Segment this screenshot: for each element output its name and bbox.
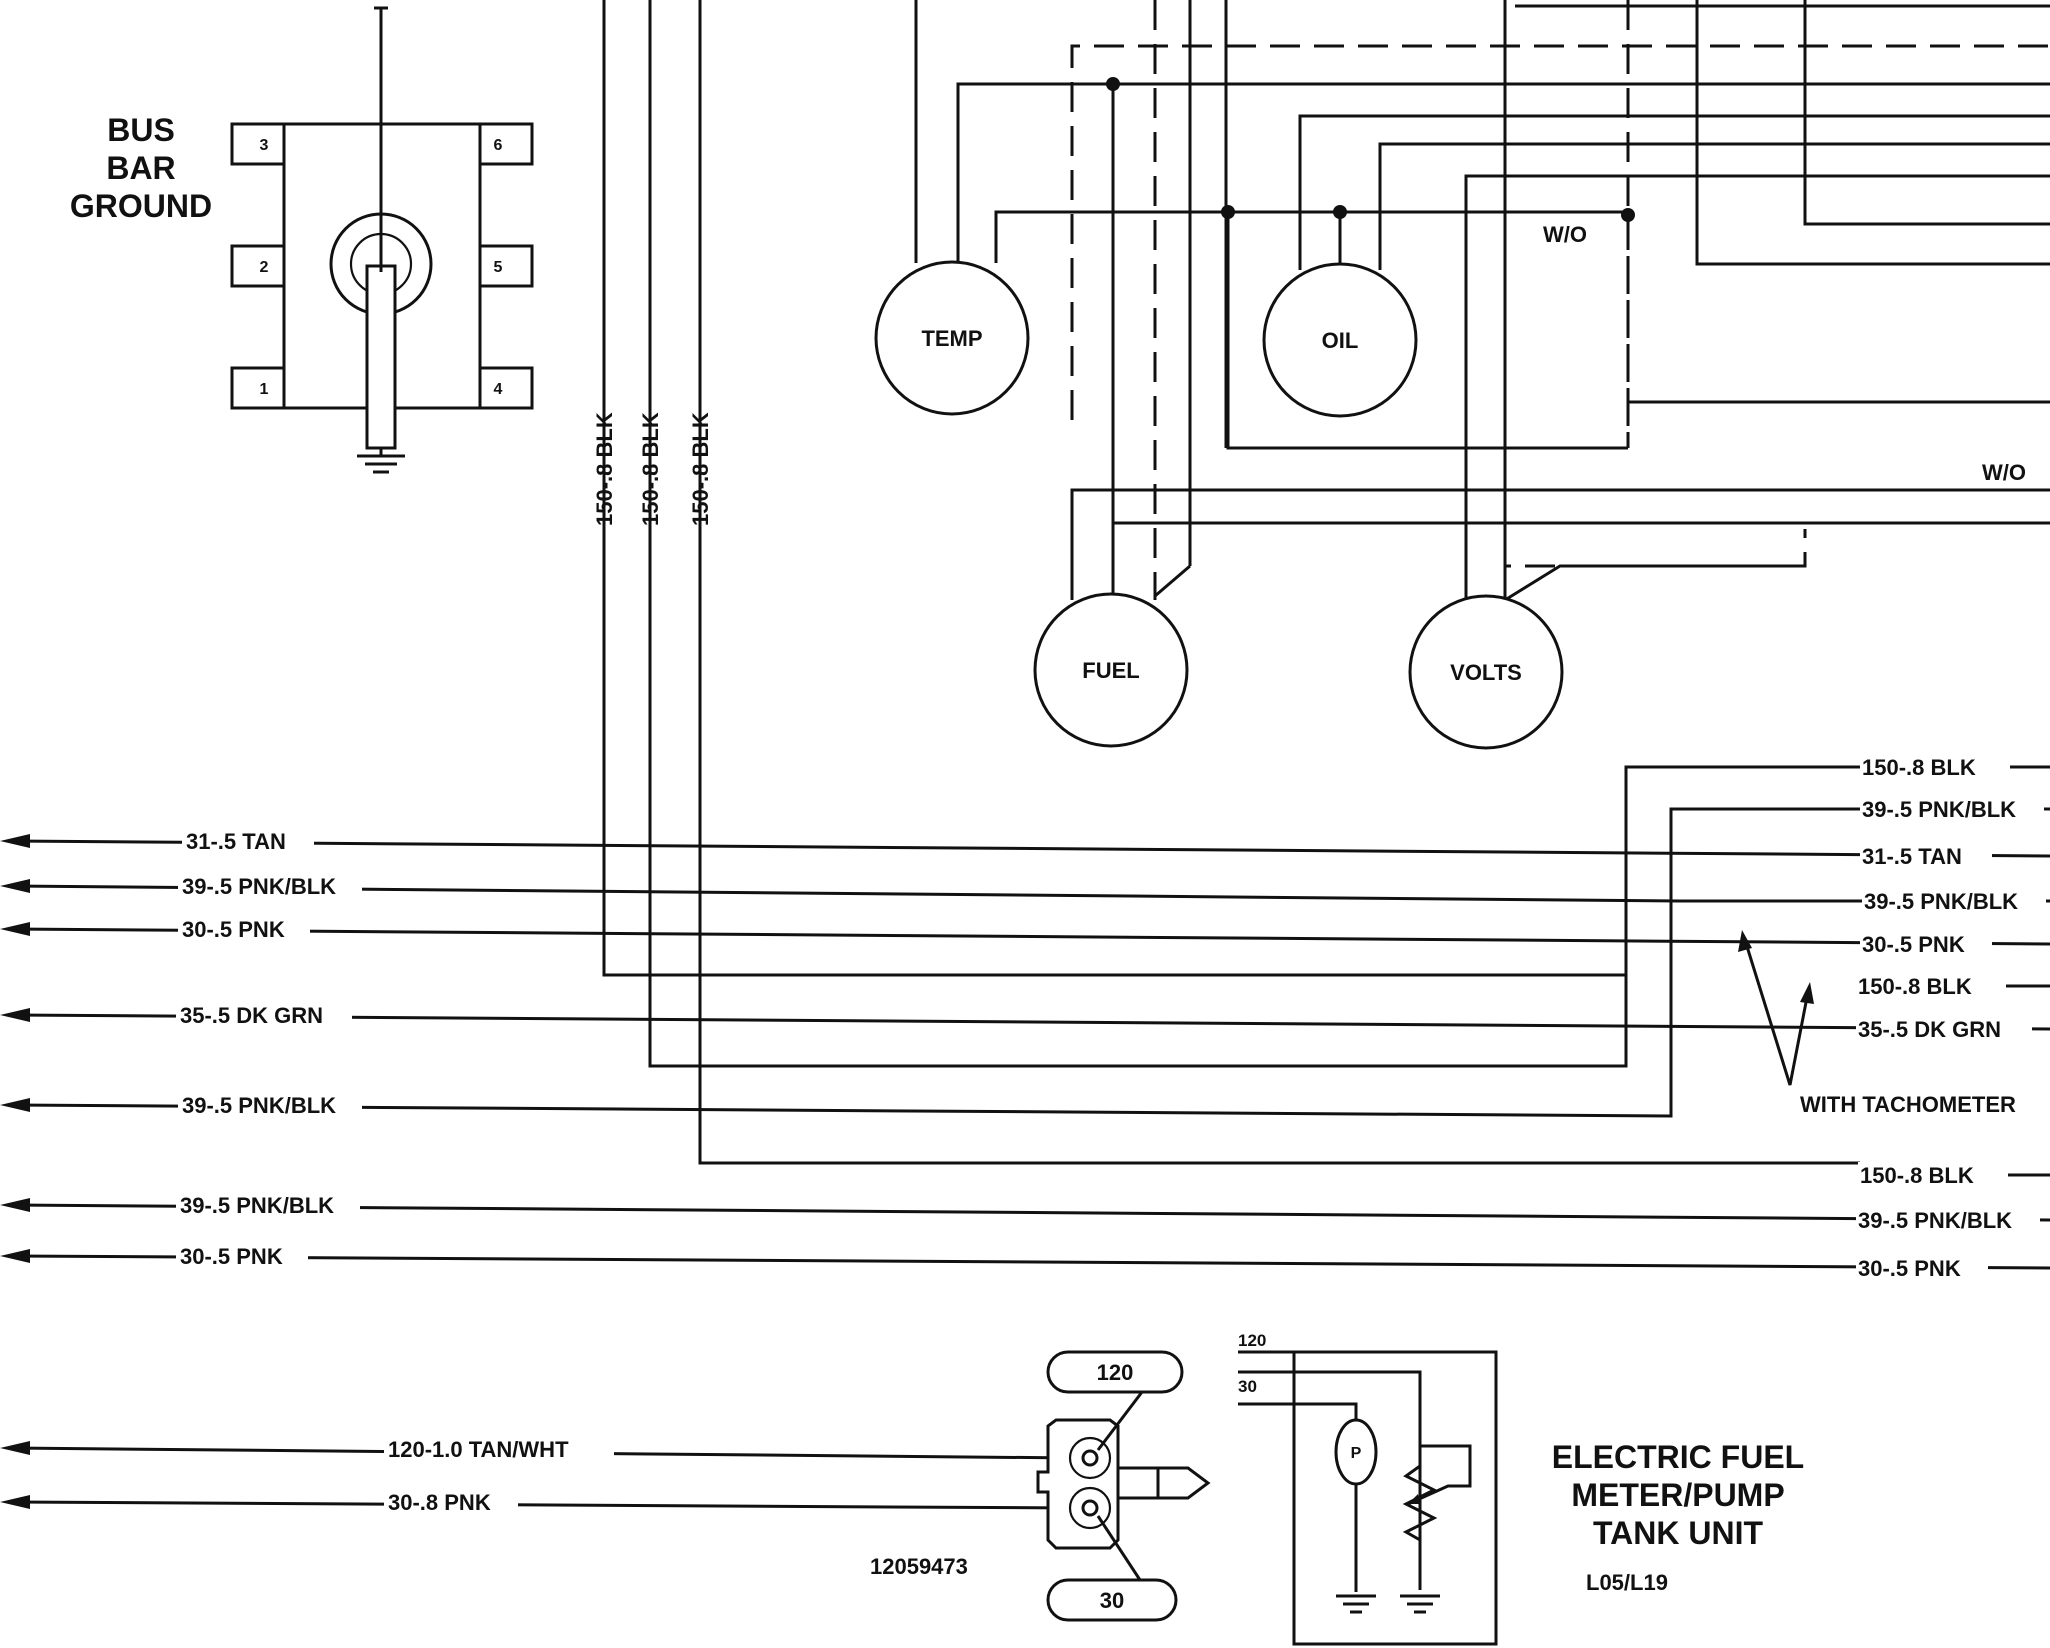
gauge-fuel-label: FUEL xyxy=(1082,658,1139,683)
wire-39-pnk-blk-b xyxy=(11,807,1860,1118)
wire-150-blk-3 xyxy=(698,0,1860,1165)
right-wire-label-8: 39-.5 PNK/BLK xyxy=(1858,1208,2012,1233)
vertical-wire-label-1: 150-.8 BLK xyxy=(592,412,617,526)
bus-bar-terminal-2 xyxy=(230,244,286,288)
bus-bar-pin-3: 3 xyxy=(260,137,269,154)
wire-31-tan xyxy=(11,839,2050,858)
callout-30 xyxy=(1046,1578,1178,1622)
pump-symbol-label: P xyxy=(1351,1445,1362,1462)
vertical-wire-label-2: 150-.8 BLK xyxy=(638,412,663,526)
splice-dot xyxy=(1221,205,1235,219)
tank-unit-title-line3: TANK UNIT xyxy=(1593,1515,1764,1551)
left-wire-label-2: 30-.5 PNK xyxy=(182,917,285,942)
tank-terminal-120: 120 xyxy=(1238,1331,1266,1350)
tank-unit: 120 30 P ELECTRIC FUEL METER/PUMP TANK U… xyxy=(1238,1331,1804,1646)
bus-bar-title-line1: BUS xyxy=(107,112,175,148)
ground-symbol-icon xyxy=(357,448,405,474)
bus-bar-terminal-4 xyxy=(478,366,534,410)
left-wire-label-0: 31-.5 TAN xyxy=(186,829,286,854)
vertical-wire-label-3: 150-.8 BLK xyxy=(688,412,713,526)
fuel-wire-label-bottom: 30-.8 PNK xyxy=(388,1490,491,1515)
gauge-volts: VOLTS xyxy=(1408,594,1564,750)
bus-bar-ground-strap xyxy=(365,264,397,450)
callout-30-label: 30 xyxy=(1100,1588,1124,1613)
left-wire-label-5: 39-.5 PNK/BLK xyxy=(180,1193,334,1218)
gauge-harness: W/O W/O xyxy=(914,0,2050,602)
ground-symbol-icon xyxy=(1400,1594,1440,1614)
left-wire-label-3: 35-.5 DK GRN xyxy=(180,1003,323,1028)
tank-unit-title-line1: ELECTRIC FUEL xyxy=(1552,1439,1804,1475)
arrow-left-icon xyxy=(0,1495,30,1509)
bus-bar-terminal-5 xyxy=(478,244,534,288)
bus-bar-ground: BUS BAR GROUND 3 6 2 5 1 4 xyxy=(70,6,534,474)
splice-dot xyxy=(1106,77,1120,91)
without-label-1: W/O xyxy=(1543,222,1587,247)
gauge-temp-label: TEMP xyxy=(921,326,982,351)
right-wire-label-0: 150-.8 BLK xyxy=(1862,755,1976,780)
arrow-left-icon xyxy=(0,834,30,1263)
fuel-connector: 120-1.0 TAN/WHT 30-.8 PNK 120 30 1205947… xyxy=(0,1350,1211,1622)
right-wire-label-6: 35-.5 DK GRN xyxy=(1858,1017,2001,1042)
ground-symbol-icon xyxy=(1336,1594,1376,1614)
left-wire-label-4: 39-.5 PNK/BLK xyxy=(182,1093,336,1118)
wire-30-pnk-a xyxy=(11,927,2050,946)
wire-30-pnk-fuel xyxy=(11,1500,1077,1510)
left-wire-label-6: 30-.5 PNK xyxy=(180,1244,283,1269)
right-wire-label-7: 150-.8 BLK xyxy=(1860,1163,1974,1188)
right-wire-label-9: 30-.5 PNK xyxy=(1858,1256,1961,1281)
tank-unit-engine-code: L05/L19 xyxy=(1586,1570,1668,1595)
splice-dot xyxy=(1333,205,1347,219)
bus-bar-terminal-6 xyxy=(478,122,534,166)
tachometer-callout: WITH TACHOMETER xyxy=(1738,930,2016,1117)
connector-part-number: 12059473 xyxy=(870,1554,968,1579)
wire-150-blk-2 xyxy=(648,0,1628,1068)
tachometer-note: WITH TACHOMETER xyxy=(1800,1092,2016,1117)
tank-unit-title-line2: METER/PUMP xyxy=(1571,1477,1784,1513)
right-wire-label-5: 150-.8 BLK xyxy=(1858,974,1972,999)
bus-bar-title-line2: BAR xyxy=(106,150,175,186)
tank-terminal-30: 30 xyxy=(1238,1377,1257,1396)
vertical-ground-wires: 150-.8 BLK 150-.8 BLK 150-.8 BLK xyxy=(592,0,1860,1165)
bus-bar-pin-6: 6 xyxy=(494,137,503,154)
bus-bar-title-line3: GROUND xyxy=(70,188,212,224)
splice-dot xyxy=(1621,208,1635,222)
right-wire-label-2: 31-.5 TAN xyxy=(1862,844,1962,869)
bus-bar-terminal-1 xyxy=(230,366,286,410)
horizontal-harness: 31-.5 TAN 39-.5 PNK/BLK 30-.5 PNK 35-.5 … xyxy=(0,754,2050,1281)
callout-120 xyxy=(1046,1350,1184,1394)
gauge-temp: TEMP xyxy=(874,260,1030,416)
bus-bar-pin-5: 5 xyxy=(494,259,503,276)
gauge-fuel: FUEL xyxy=(1033,592,1189,748)
without-label-2: W/O xyxy=(1982,460,2026,485)
right-wire-label-1: 39-.5 PNK/BLK xyxy=(1862,797,2016,822)
gauge-oil: OIL xyxy=(1262,262,1418,418)
left-wire-label-1: 39-.5 PNK/BLK xyxy=(182,874,336,899)
bus-bar-pin-2: 2 xyxy=(260,259,269,276)
callout-120-label: 120 xyxy=(1097,1360,1134,1385)
fuel-sender-resistor-icon xyxy=(1402,1380,1472,1590)
gauge-oil-label: OIL xyxy=(1322,328,1359,353)
arrow-left-icon xyxy=(0,1441,30,1455)
wire-30-pnk-b xyxy=(11,1254,2050,1270)
bus-bar-pin-4: 4 xyxy=(494,381,503,398)
bus-bar-terminal-3 xyxy=(230,122,286,166)
right-wire-label-3: 39-.5 PNK/BLK xyxy=(1864,889,2018,914)
fuel-wire-label-top: 120-1.0 TAN/WHT xyxy=(388,1437,569,1462)
gauge-volts-label: VOLTS xyxy=(1450,660,1522,685)
right-wire-label-4: 30-.5 PNK xyxy=(1862,932,1965,957)
bus-bar-pin-1: 1 xyxy=(260,381,269,398)
